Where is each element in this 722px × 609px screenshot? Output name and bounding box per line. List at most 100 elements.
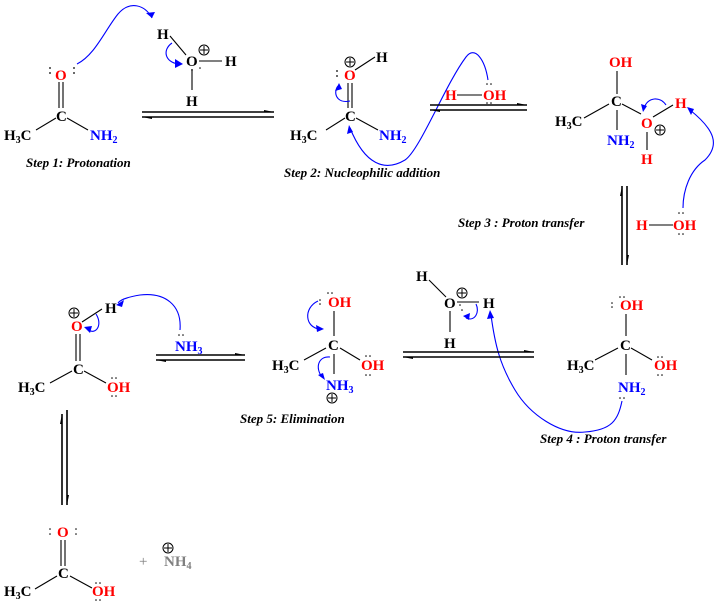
- molecule-oxonium-intermediate: OH C H3C NH2 O H H: [555, 55, 687, 168]
- arrowhead-icon: [316, 325, 324, 332]
- svg-text:O: O: [444, 296, 456, 312]
- arrowhead-icon: [335, 83, 342, 91]
- equilibrium-arrow-6: [60, 410, 69, 505]
- equilibrium-arrow-4: [403, 350, 534, 359]
- arrowhead-icon: [347, 125, 353, 134]
- svg-text:OH: OH: [328, 295, 352, 311]
- product-ammonium: NH4: [162, 542, 192, 572]
- svg-text:H: H: [445, 88, 457, 104]
- arrowhead-icon: [116, 300, 124, 307]
- svg-text:OH: OH: [483, 88, 507, 104]
- svg-text:H: H: [675, 96, 687, 112]
- positive-charge-icon: [162, 542, 174, 554]
- molecule-n-protonated-intermediate: OH C H3C OH NH3: [272, 292, 385, 404]
- svg-text:OH: OH: [620, 298, 644, 314]
- curved-arrow-icon: [317, 356, 331, 378]
- svg-text:H3C: H3C: [555, 114, 583, 132]
- curved-arrow-icon: [349, 52, 489, 166]
- atom-carbon: C: [56, 109, 67, 125]
- svg-text:H: H: [157, 27, 169, 43]
- positive-charge-icon: [68, 307, 80, 319]
- svg-text:H: H: [444, 336, 456, 352]
- curved-arrow-icon: [682, 109, 714, 209]
- step-1-label: Step 1: Protonation: [26, 155, 131, 170]
- arrowhead-icon: [687, 107, 694, 115]
- amino-group: NH2: [90, 128, 118, 146]
- svg-text:NH2: NH2: [379, 128, 407, 146]
- svg-text:H: H: [105, 301, 117, 317]
- molecule-protonated-acetamide: O H C H3C NH2: [290, 50, 407, 146]
- methyl-group: H3C: [4, 128, 32, 146]
- svg-text:NH2: NH2: [607, 133, 635, 151]
- svg-text:C: C: [611, 94, 622, 110]
- svg-text:C: C: [620, 338, 631, 354]
- equilibrium-arrow-3: [620, 186, 629, 265]
- positive-charge-icon: [326, 392, 338, 404]
- arrowhead-icon: [175, 59, 183, 68]
- curved-arrow-icon: [490, 314, 623, 433]
- positive-charge-icon: [456, 287, 468, 299]
- svg-text:H3C: H3C: [567, 358, 595, 376]
- svg-text:H3C: H3C: [18, 380, 46, 398]
- svg-text:H: H: [186, 94, 198, 110]
- svg-text:H3C: H3C: [4, 584, 32, 602]
- curved-arrow-icon: [643, 98, 667, 109]
- molecule-neutral-tetrahedral: OH C H3C OH NH2: [567, 296, 678, 399]
- svg-text:OH: OH: [654, 358, 678, 374]
- curved-arrow-icon: [117, 294, 181, 331]
- equilibrium-arrow-2: [430, 103, 527, 112]
- molecule-acetic-acid: O C H3C OH: [4, 525, 116, 602]
- svg-text:O: O: [186, 54, 198, 70]
- svg-text:O: O: [57, 525, 69, 541]
- svg-text:C: C: [73, 362, 84, 378]
- arrowhead-icon: [463, 313, 470, 320]
- svg-text:O: O: [641, 116, 653, 132]
- arrowhead-icon: [146, 12, 155, 18]
- svg-text:C: C: [345, 109, 356, 125]
- curved-arrow-icon: [76, 5, 153, 65]
- plus-sign: +: [139, 554, 147, 570]
- curved-arrow-icon: [307, 300, 321, 330]
- step-5-label: Step 5: Elimination: [240, 411, 345, 426]
- svg-text:O: O: [71, 319, 83, 335]
- svg-text:OH: OH: [361, 358, 385, 374]
- reagent-ammonia: NH3: [175, 334, 203, 357]
- equilibrium-arrow-5: [156, 353, 245, 362]
- svg-text:H: H: [483, 296, 495, 312]
- atom-oxygen: O: [55, 68, 67, 84]
- svg-text:NH3: NH3: [175, 339, 203, 357]
- svg-text:C: C: [328, 338, 339, 354]
- arrowhead-icon: [487, 310, 494, 319]
- svg-text:OH: OH: [92, 584, 116, 600]
- arrowhead-icon: [641, 104, 647, 112]
- arrowhead-icon: [84, 326, 92, 333]
- reagent-water-3: H OH: [636, 212, 697, 235]
- svg-text:H3C: H3C: [290, 128, 318, 146]
- step-2-label: Step 2: Nucleophilic addition: [284, 165, 440, 180]
- svg-text:C: C: [58, 566, 69, 582]
- reagent-hydronium-1: H O H H: [157, 27, 237, 110]
- reagent-hydronium-4: H O H H: [416, 269, 495, 352]
- svg-text:NH2: NH2: [618, 380, 646, 398]
- svg-text:OH: OH: [609, 55, 633, 71]
- svg-text:OH: OH: [107, 380, 131, 396]
- svg-text:H: H: [225, 54, 237, 70]
- svg-text:OH: OH: [673, 218, 697, 234]
- molecule-acetamide: O C H3C NH2: [4, 67, 118, 146]
- equilibrium-arrow-1: [142, 110, 274, 119]
- positive-charge-icon: [654, 124, 666, 136]
- step-3-label: Step 3 : Proton transfer: [458, 215, 585, 230]
- svg-text:NH3: NH3: [326, 378, 354, 396]
- positive-charge-icon: [198, 44, 210, 56]
- positive-charge-icon: [344, 56, 356, 68]
- svg-text:H: H: [376, 50, 388, 66]
- reagent-water-2: H OH: [445, 83, 507, 104]
- arrowhead-icon: [318, 373, 325, 380]
- svg-text:H: H: [641, 152, 653, 168]
- svg-text:H: H: [416, 269, 428, 285]
- step-4-label: Step 4 : Proton transfer: [540, 431, 667, 446]
- svg-text:H: H: [636, 218, 648, 234]
- molecule-protonated-acetic-acid: O H C H3C OH: [18, 301, 131, 398]
- svg-text:H3C: H3C: [272, 358, 300, 376]
